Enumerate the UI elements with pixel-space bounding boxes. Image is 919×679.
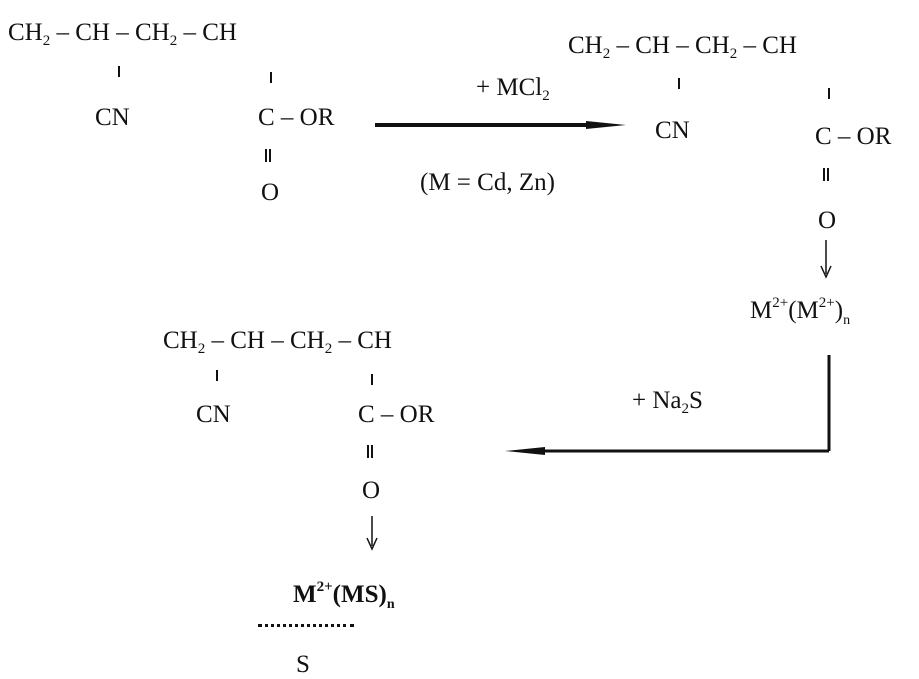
reactant-bond-cn — [118, 66, 120, 77]
complex-carbonyl-o: O — [818, 207, 837, 234]
complex-bond-ester — [828, 88, 830, 99]
product-metal-cluster: M2+(MS)n — [293, 579, 395, 612]
reagent-na2s: + Na2S — [632, 387, 703, 417]
reactant-chain: CH2 – CH – CH2 – CH — [8, 19, 237, 49]
product-sulfur: S — [296, 651, 310, 678]
coordination-arrow-complex — [820, 240, 832, 279]
product-double-bond — [367, 445, 373, 458]
product-dotted-bond — [258, 624, 354, 627]
reactant-carbonyl-o: O — [261, 179, 280, 206]
arrow-step2 — [505, 355, 831, 455]
complex-double-bond — [823, 168, 829, 181]
product-carbonyl-o: O — [362, 477, 381, 504]
complex-cn: CN — [655, 117, 690, 144]
reactant-bond-ester — [270, 72, 272, 83]
reactant-cn: CN — [95, 104, 130, 131]
product-bond-ester — [371, 374, 373, 385]
coordination-arrow-product — [366, 516, 378, 551]
product-bond-cn — [216, 370, 218, 381]
reagent-mcl2: + MCl2 — [476, 74, 550, 104]
complex-metal-cluster: M2+(M2+)n — [750, 295, 851, 328]
product-ester: C – OR — [358, 401, 435, 428]
product-cn: CN — [196, 401, 231, 428]
product-chain: CH2 – CH – CH2 – CH — [163, 327, 392, 357]
arrow-step1 — [375, 121, 626, 129]
complex-bond-cn — [678, 78, 680, 89]
reactant-ester: C – OR — [258, 104, 335, 131]
reagent-condition: (M = Cd, Zn) — [420, 169, 555, 196]
reactant-double-bond — [265, 149, 271, 162]
complex-ester: C – OR — [815, 123, 892, 150]
complex-chain: CH2 – CH – CH2 – CH — [568, 32, 797, 62]
